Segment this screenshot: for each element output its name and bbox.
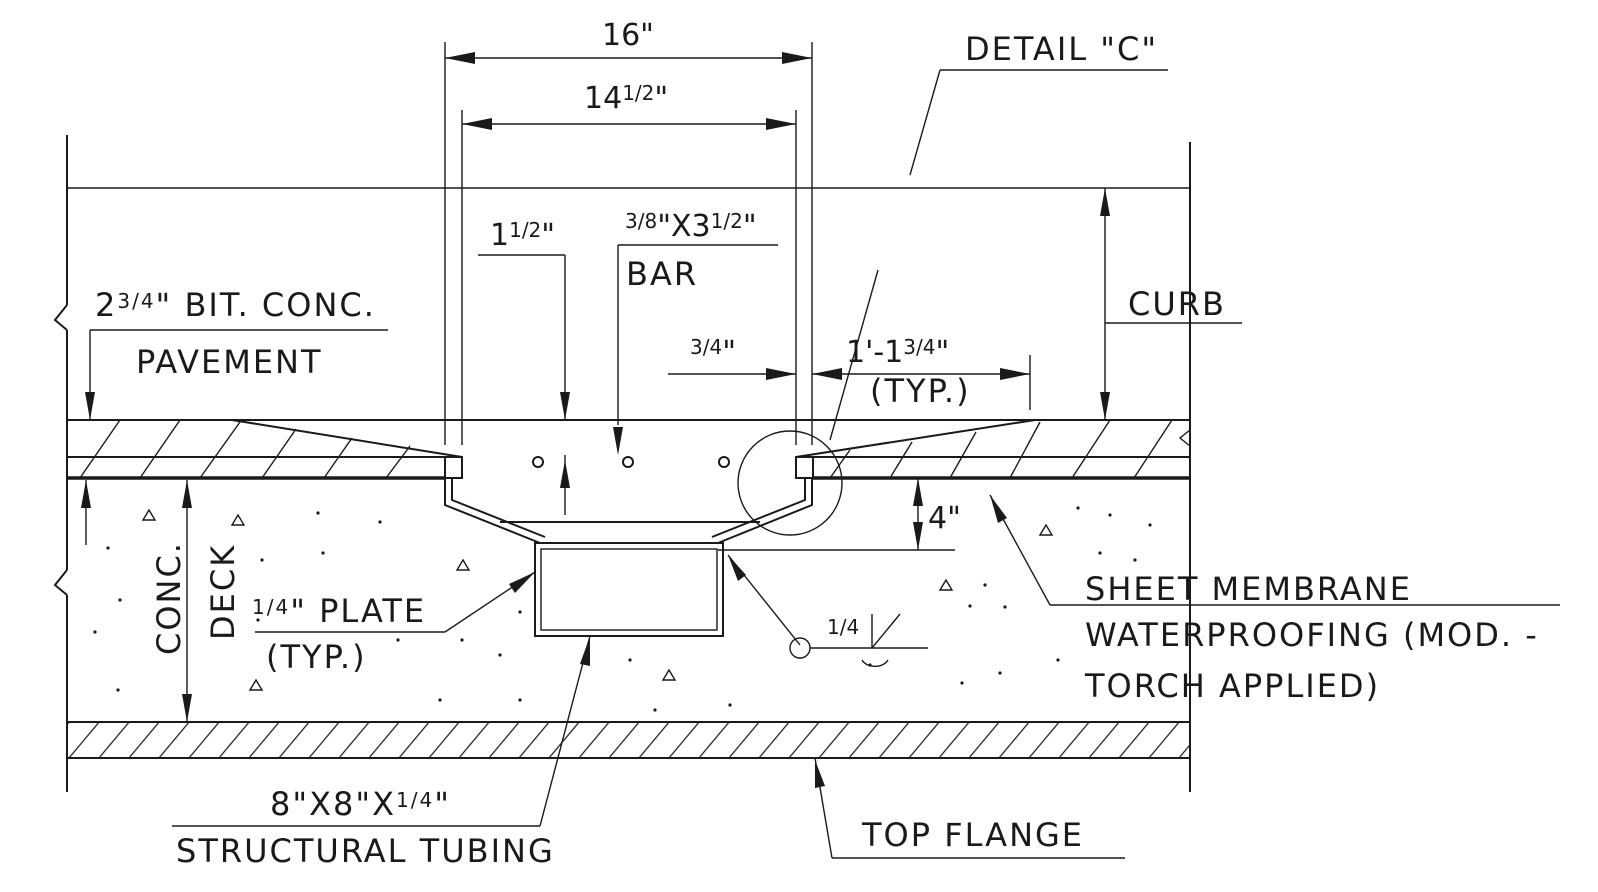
pavement-label-line2: PAVEMENT bbox=[136, 343, 323, 381]
dimension-4-in: 4" bbox=[718, 478, 961, 551]
dimension-slope-length: 1'-13/4" (TYP.) bbox=[812, 269, 1031, 441]
plate-label-line1: 1/4" PLATE bbox=[252, 592, 426, 630]
callout-plate: 1/4" PLATE (TYP.) bbox=[252, 571, 536, 676]
dimension-14-half-in: 141/2" bbox=[461, 81, 797, 445]
bar-label: BAR bbox=[626, 255, 698, 293]
callout-3-4-in: 3/4" bbox=[668, 335, 796, 380]
curb-label: CURB bbox=[1128, 285, 1226, 323]
callout-1-half-in: 11/2" bbox=[478, 218, 570, 488]
callout-tubing: 8"X8"X1/4" STRUCTURAL TUBING bbox=[172, 635, 591, 870]
dim-left-offset: 11/2" bbox=[490, 218, 555, 253]
slope-length-note: (TYP.) bbox=[870, 372, 971, 410]
membrane-label-line2: WATERPROOFING (MOD. - bbox=[1085, 616, 1539, 654]
callout-pavement: 23/4" BIT. CONC. PAVEMENT bbox=[85, 286, 388, 420]
membrane-label-line1: SHEET MEMBRANE bbox=[1085, 570, 1412, 608]
deck-label-line2: DECK bbox=[204, 544, 242, 640]
tubing-label-line1: 8"X8"X1/4" bbox=[270, 785, 451, 823]
joint-assembly bbox=[444, 430, 843, 637]
weld-symbol: 1/4 bbox=[727, 554, 928, 667]
weld-size: 1/4 bbox=[827, 615, 859, 639]
callout-top-flange: TOP FLANGE bbox=[814, 757, 1125, 859]
deck-label-line1: CONC. bbox=[150, 541, 188, 655]
tubing-label-line2: STRUCTURAL TUBING bbox=[176, 832, 555, 870]
dim-right-offset: 3/4" bbox=[690, 335, 736, 370]
dim-depth: 4" bbox=[928, 501, 961, 536]
pavement-layer bbox=[67, 419, 1190, 480]
detail-c-circle bbox=[737, 430, 843, 536]
top-flange-label: TOP FLANGE bbox=[861, 816, 1084, 854]
dim-inner-width: 141/2" bbox=[584, 81, 668, 116]
top-flange bbox=[67, 721, 1190, 759]
dim-overall-width: 16" bbox=[602, 18, 654, 53]
deck-dimension: CONC. DECK bbox=[81, 480, 242, 722]
membrane-label-line3: TORCH APPLIED) bbox=[1084, 667, 1380, 705]
detail-title: DETAIL "C" bbox=[965, 30, 1158, 68]
drawing-frame bbox=[53, 135, 1191, 792]
callout-bar: 3/8"X31/2" BAR bbox=[613, 209, 778, 455]
plate-label-line2: (TYP.) bbox=[266, 638, 367, 676]
bar-size-label: 3/8"X31/2" bbox=[625, 209, 757, 244]
curb-dimension: CURB bbox=[1100, 188, 1242, 420]
pavement-label-line1: 23/4" BIT. CONC. bbox=[95, 286, 376, 324]
detail-c-callout: DETAIL "C" bbox=[909, 30, 1168, 176]
dimension-16-in: 16" bbox=[444, 18, 813, 445]
dim-slope-length: 1'-13/4" bbox=[846, 335, 949, 370]
callout-membrane: SHEET MEMBRANE WATERPROOFING (MOD. - TOR… bbox=[989, 494, 1560, 705]
concrete-aggregate bbox=[93, 506, 1152, 712]
